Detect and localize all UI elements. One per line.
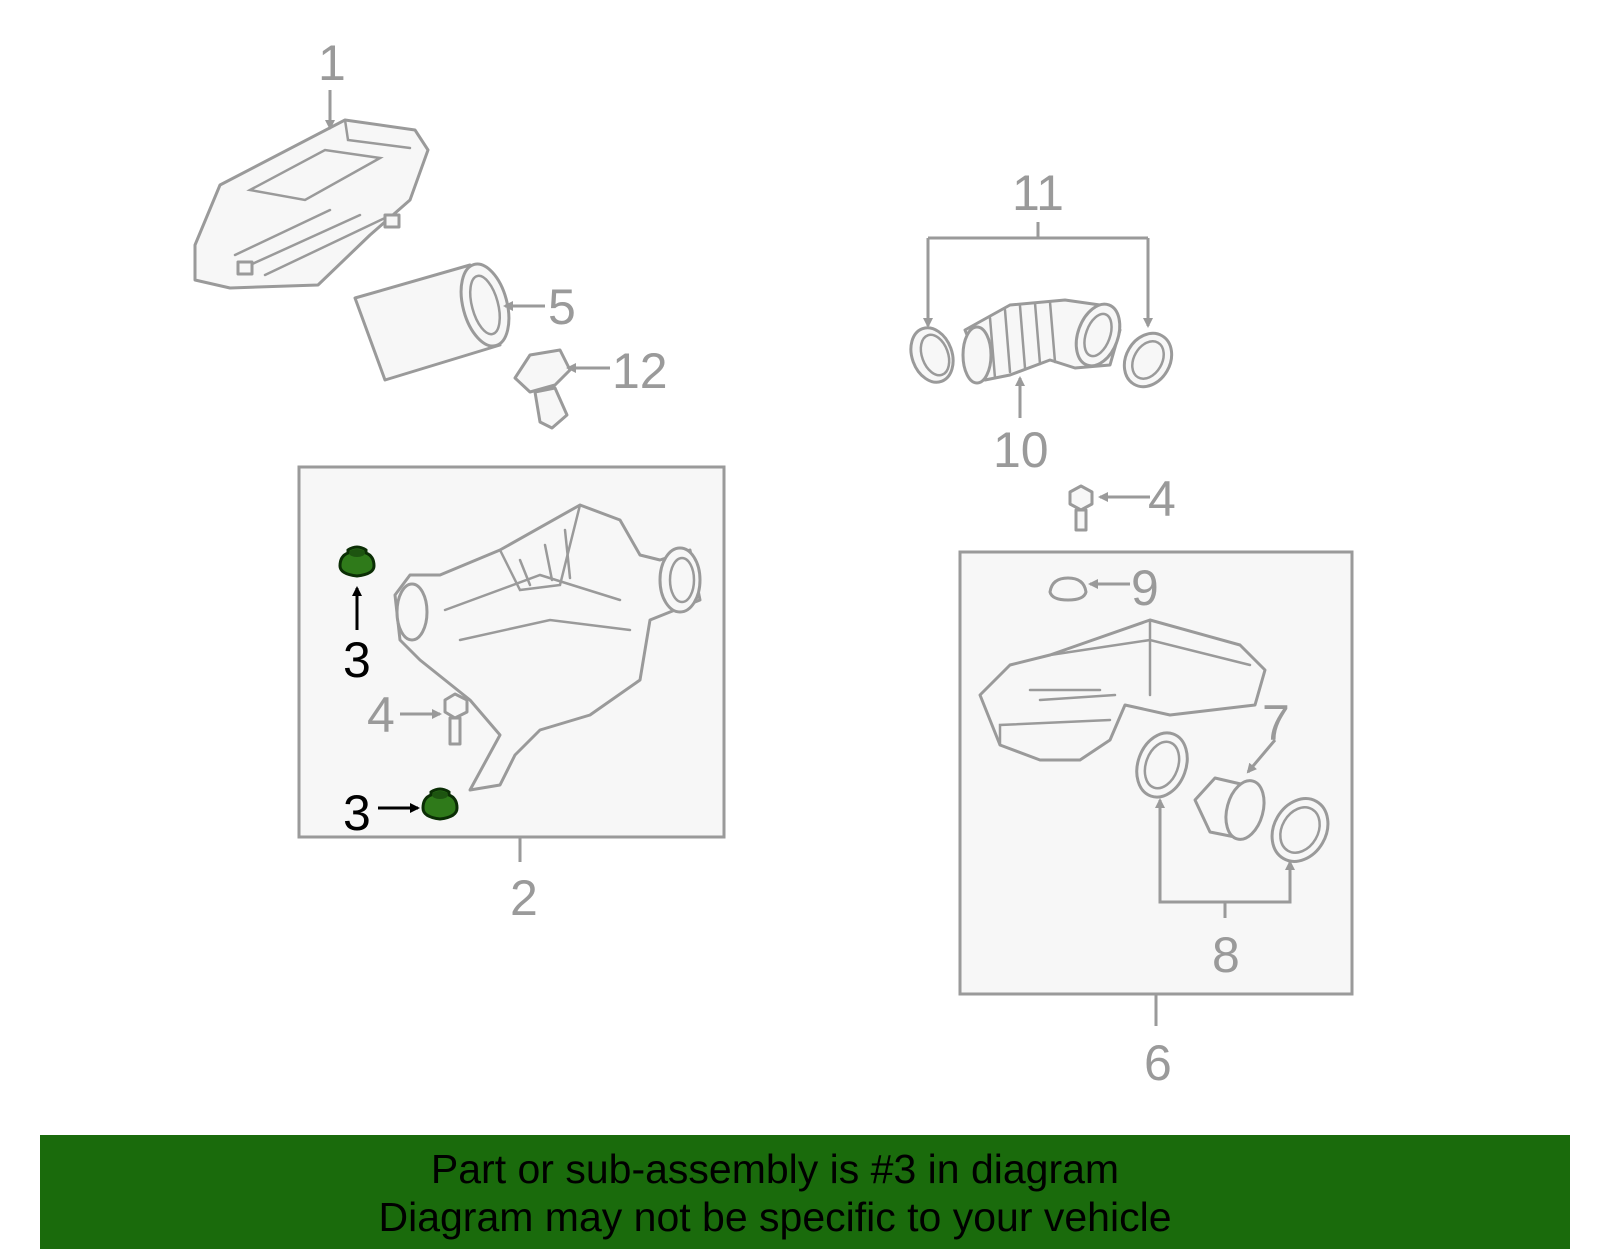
callout-1: 1 <box>318 35 346 91</box>
part-7-coupler <box>1193 776 1266 841</box>
part-1-cover <box>193 118 430 290</box>
part-4-bolt-b <box>1068 484 1094 532</box>
info-banner: Part or sub-assembly is #3 in diagram Di… <box>40 1135 1570 1249</box>
callout-12: 12 <box>612 343 668 399</box>
callout-3a: 3 <box>343 632 371 688</box>
callout-2: 2 <box>510 870 538 926</box>
leader-11 <box>926 222 1150 318</box>
callout-3b: 3 <box>343 785 371 841</box>
part-6-housing <box>978 618 1267 762</box>
part-4-bolt-a <box>443 692 469 746</box>
part-8-clamp-left <box>1135 731 1189 799</box>
part-2-housing <box>393 503 702 792</box>
part-8-clamp-right <box>1270 797 1330 863</box>
banner-line-part: Part or sub-assembly is #3 in diagram <box>430 1146 1120 1192</box>
callout-4a: 4 <box>367 687 395 743</box>
part-5-filter <box>353 262 511 382</box>
part-11-clamp-left <box>909 326 955 384</box>
callout-5: 5 <box>548 279 576 335</box>
part-12-sensor <box>513 348 572 430</box>
callout-11: 11 <box>1012 165 1064 221</box>
leader-7 <box>1246 739 1277 774</box>
callout-7: 7 <box>1262 695 1290 751</box>
parts-diagram: 1 5 12 4 3 <box>193 35 1354 1091</box>
part-11-clamp-right <box>1122 331 1174 389</box>
callout-6: 6 <box>1144 1035 1172 1091</box>
part-3-grommet-top <box>338 545 376 578</box>
callout-10: 10 <box>993 422 1049 478</box>
part-3-grommet-bottom <box>421 787 459 821</box>
callout-4b: 4 <box>1148 471 1176 527</box>
callout-9: 9 <box>1131 560 1159 616</box>
part-9-grommet <box>1048 576 1088 602</box>
part-10-duct <box>961 298 1122 385</box>
banner-line-disclaimer: Diagram may not be specific to your vehi… <box>378 1194 1172 1240</box>
callout-8: 8 <box>1212 927 1240 983</box>
